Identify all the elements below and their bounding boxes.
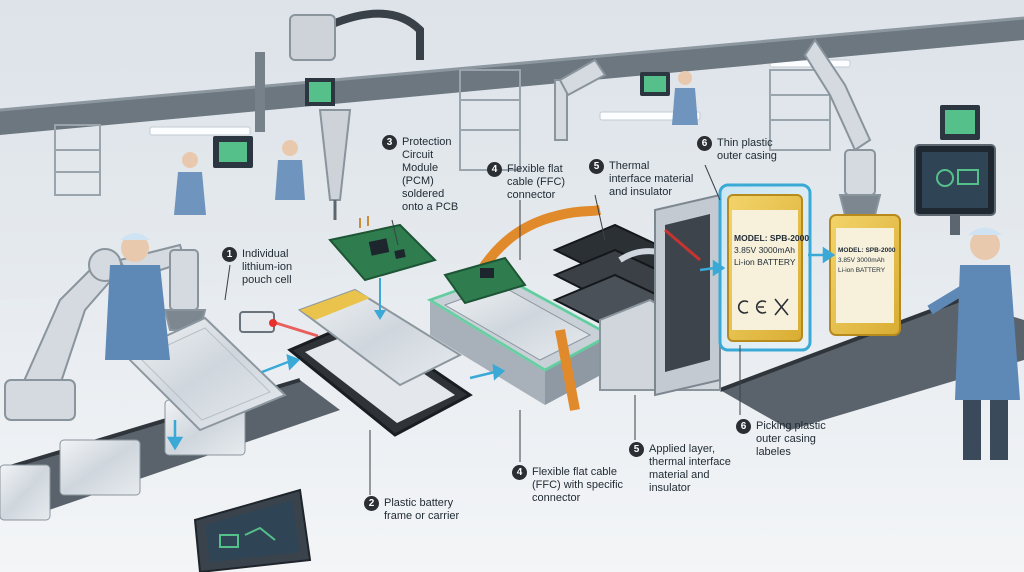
ffc-cable (465, 205, 601, 411)
ce-mark-icon (737, 298, 789, 316)
callout-text: Picking plastic outer casing labeles (756, 420, 826, 458)
callout-number: 2 (364, 496, 379, 511)
callout-text: Thermal interface material and insulator (609, 160, 694, 198)
callout-thermal-material: 5 Thermal interface material and insulat… (589, 159, 694, 199)
callout-text: Individual lithium-ion pouch cell (242, 248, 293, 286)
callout-number: 3 (382, 135, 397, 150)
callout-number: 4 (487, 162, 502, 177)
conveyor-icon (719, 298, 1024, 430)
callout-number: 6 (697, 136, 712, 151)
process-arrows (166, 246, 836, 451)
callout-outer-casing: 6 Thin plastic outer casing (697, 136, 777, 163)
second-casing-type-text: Li-ion BATTERY (838, 267, 886, 274)
technician-icon (927, 227, 1020, 460)
casing-type-text: Li-ion BATTERY (734, 257, 796, 267)
casing-model-text: MODEL: SPB-2000 (734, 233, 809, 243)
callout-text: Thin plastic outer casing (717, 137, 777, 162)
background-technicians (174, 71, 698, 215)
second-casing-spec-text: 3.85V 3000mAh (838, 257, 885, 264)
callout-applied-layer: 5 Applied layer, thermal interface mater… (629, 442, 731, 495)
callout-casing-labels: 6 Picking plastic outer casing labeles (736, 419, 826, 459)
callout-text: Protection Circuit Module (PCM) soldered… (402, 136, 459, 213)
ffc-pcb (443, 256, 527, 305)
control-panel-monitor (193, 488, 312, 572)
second-casing-module (829, 214, 901, 336)
callout-pouch-cell: 1 Individual lithium-ion pouch cell (222, 247, 293, 287)
background-monitors (213, 72, 980, 168)
overhead-dispenser (289, 14, 352, 220)
pouch-cell-in-frame (297, 288, 463, 387)
callout-pcm: 3 Protection Circuit Module (PCM) solder… (382, 135, 459, 214)
callout-text: Plastic battery frame or carrier (384, 497, 460, 522)
casing-spec-text: 3.85V 3000mAh (734, 245, 795, 255)
callout-number: 4 (512, 465, 527, 480)
callout-text: Flexible flat cable (FFC) with specific … (532, 466, 624, 504)
overhead-gantry (0, 9, 1024, 135)
leader-lines (224, 164, 741, 495)
second-casing-model-text: MODEL: SPB-2000 (838, 247, 896, 254)
laser-scanner-icon (239, 311, 319, 338)
callout-number: 6 (736, 419, 751, 434)
callout-plastic-frame: 2 Plastic battery frame or carrier (364, 496, 460, 523)
inspection-tunnel (654, 193, 721, 397)
pcm-board (328, 216, 437, 320)
callout-ffc-specific: 4 Flexible flat cable (FFC) with specifi… (512, 465, 624, 505)
callout-number: 5 (589, 159, 604, 174)
casing-module (718, 183, 812, 352)
callout-number: 1 (222, 247, 237, 262)
callout-text: Flexible flat cable (FFC) connector (507, 163, 566, 201)
callout-number: 5 (629, 442, 644, 457)
technician-icon (105, 233, 170, 360)
callout-text: Applied layer, thermal interface materia… (649, 443, 731, 494)
callout-ffc-connector: 4 Flexible flat cable (FFC) connector (487, 162, 566, 202)
robot-arm-icon (4, 243, 207, 421)
workstation-monitor (914, 144, 996, 235)
robot-arm-icon (554, 38, 882, 216)
